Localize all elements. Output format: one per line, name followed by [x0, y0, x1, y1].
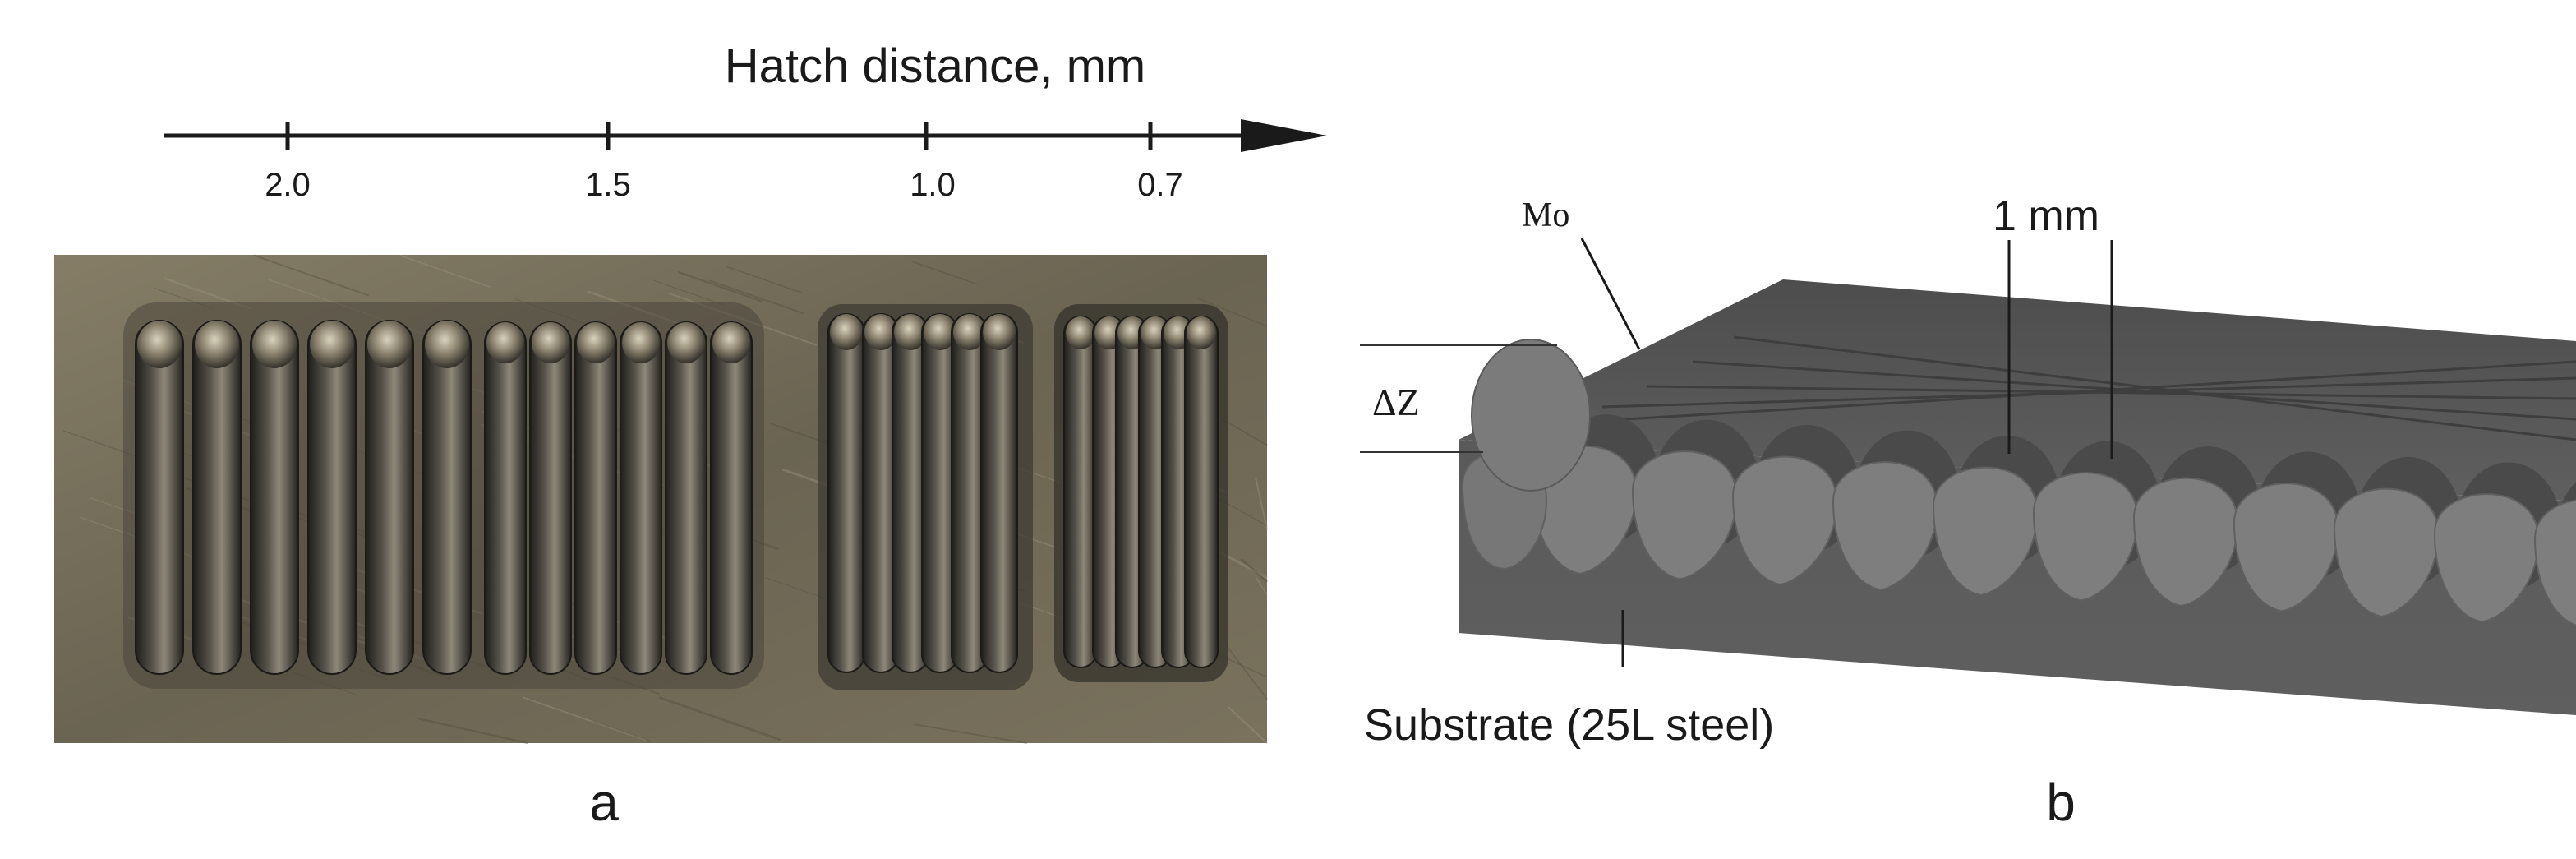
- surface-scratch: [726, 266, 803, 294]
- mo-leader-line: [1580, 238, 1641, 350]
- tick-label-1-5: 1.5: [585, 167, 631, 203]
- panel-a-label: a: [589, 773, 619, 832]
- surface-scratch: [253, 254, 370, 297]
- laser-track: [484, 321, 527, 675]
- bead-cross-section: [2132, 446, 2260, 607]
- panel-b: ΔZ Mo 1 mm Substrate (25L steel) b: [1360, 192, 2576, 832]
- laser-track: [574, 321, 617, 675]
- surface-scratch: [1197, 298, 1268, 327]
- surface-scratch: [914, 723, 1027, 744]
- laser-track: [862, 313, 900, 673]
- bead-cross-section: [1932, 436, 2060, 597]
- laser-track: [827, 313, 865, 673]
- tick-label-0-7: 0.7: [1137, 167, 1183, 203]
- dz-label: ΔZ: [1372, 381, 1420, 423]
- surface-scratch: [1255, 477, 1268, 530]
- laser-track: [250, 320, 299, 675]
- laser-track: [1184, 316, 1219, 668]
- surface-scratch: [416, 717, 528, 745]
- surface-scratch: [1240, 557, 1268, 583]
- bead-cross-section: [2533, 482, 2576, 626]
- laser-track: [921, 313, 959, 673]
- laser-track: [710, 321, 753, 675]
- bead-cross-section: [1832, 430, 1960, 591]
- surface-scratch: [652, 279, 724, 306]
- surface-scratch: [658, 696, 782, 741]
- hatch-axis-title: Hatch distance, mm: [725, 39, 1146, 93]
- surface-scratch: [1255, 576, 1268, 596]
- laser-track: [192, 320, 242, 675]
- hatch-axis-arrowhead: [1241, 119, 1327, 152]
- laser-track: [665, 321, 707, 675]
- surface-scratch: [1228, 706, 1268, 744]
- surface-scratch: [398, 254, 491, 289]
- bead-cross-section: [2233, 451, 2361, 612]
- surface-scratch: [677, 270, 763, 302]
- surface-scratch: [592, 720, 652, 743]
- surface-scratch: [1225, 644, 1268, 700]
- panel-a: Hatch distance, mm 2.0 1.5 1.0 0.7 a: [54, 39, 1327, 832]
- bead-cross-section: [1731, 425, 1859, 586]
- laser-track: [135, 320, 184, 675]
- laser-track: [620, 321, 662, 675]
- laser-tracks: [135, 313, 1219, 675]
- laser-track: [1063, 316, 1098, 668]
- bead-cross-section: [1631, 419, 1759, 580]
- bead-cross-section: [2333, 457, 2461, 618]
- bead-cross-sections: [1461, 414, 2576, 626]
- spacing-label: 1 mm: [1993, 192, 2099, 240]
- bead-cross-section: [2433, 462, 2561, 623]
- mo-label: Mo: [1522, 196, 1569, 234]
- panel-b-label: b: [2046, 773, 2076, 832]
- surface-scratch: [709, 279, 804, 315]
- bead-cross-section: [2032, 441, 2160, 602]
- substrate-label: Substrate (25L steel): [1364, 700, 1774, 750]
- surface-scratch: [522, 696, 647, 741]
- laser-track: [422, 320, 472, 675]
- laser-track: [307, 320, 357, 675]
- laser-track: [980, 313, 1018, 673]
- tick-label-1-0: 1.0: [910, 167, 956, 203]
- sample-photograph: [54, 254, 1268, 745]
- laser-track: [529, 321, 572, 675]
- mo-wire-cross-section: [1471, 339, 1591, 492]
- tick-label-2-0: 2.0: [265, 167, 311, 203]
- surface-scratch: [911, 261, 978, 285]
- laser-track: [365, 320, 414, 675]
